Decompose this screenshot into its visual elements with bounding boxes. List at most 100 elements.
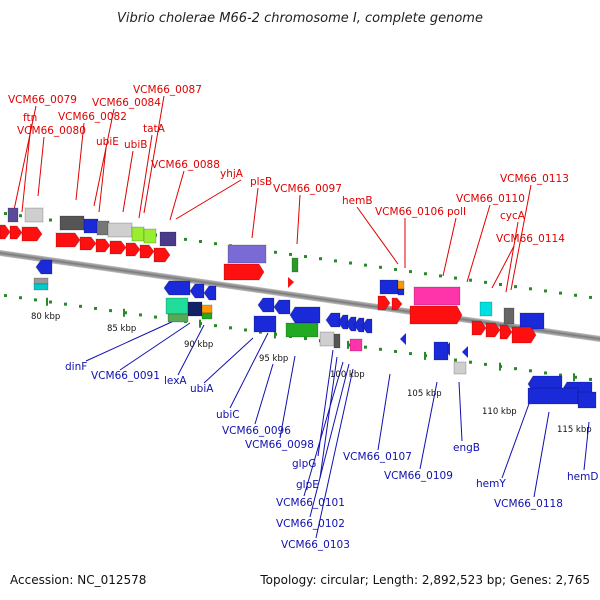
gene-box	[33, 283, 49, 291]
gene-label-reverse: engB	[453, 442, 480, 454]
tick-dot	[304, 255, 307, 259]
gene-box	[165, 297, 189, 315]
leader-line-reverse	[315, 368, 354, 539]
scale-label: 100 kbp	[330, 370, 365, 380]
tick-dot	[379, 265, 382, 269]
tick-dot	[214, 324, 217, 328]
tick-dot	[34, 298, 37, 302]
reverse-gene-labels: dinF VCM66_0091 lexA ubiA ubiC VCM66_009…	[65, 361, 598, 551]
gene-arrow-forward	[21, 226, 43, 242]
tick-dot	[19, 296, 22, 300]
tick-dot	[319, 257, 322, 261]
tick-dot	[529, 369, 532, 373]
gene-label-forward: cycA	[500, 210, 526, 222]
gene-label-reverse: VCM66_0109	[384, 470, 453, 482]
gene-box	[333, 333, 341, 349]
gene-box	[201, 304, 213, 314]
leader-line-forward	[98, 147, 107, 213]
tick-dot	[454, 276, 457, 280]
gene-label-reverse: VCM66_0098	[245, 439, 314, 451]
gene-label-reverse: VCM66_0107	[343, 451, 412, 463]
tick-dot	[64, 302, 67, 306]
leader-line-reverse	[458, 381, 463, 442]
tick-dot	[469, 278, 472, 282]
gene-box	[577, 391, 597, 409]
gene-box	[96, 220, 110, 236]
gene-label-reverse: hemD	[567, 471, 598, 483]
leader-line-forward	[37, 136, 45, 197]
gene-box	[285, 322, 319, 338]
gene-box	[187, 301, 203, 317]
gene-label-forward: VCM66_0084	[92, 97, 161, 109]
leader-line-forward	[93, 108, 115, 207]
leader-line-reverse	[85, 319, 177, 362]
tick-dot	[514, 285, 517, 289]
major-tick	[199, 319, 201, 328]
tick-dot	[439, 274, 442, 278]
gene-box	[33, 277, 49, 285]
leader-line-forward	[13, 105, 37, 211]
gene-label-forward: tatA	[143, 123, 166, 135]
gene-box	[131, 226, 145, 242]
tick-dot	[409, 352, 412, 356]
leader-line-forward	[491, 245, 515, 289]
scale-label: 95 kbp	[259, 354, 288, 364]
tick-dot	[349, 261, 352, 265]
gene-arrow-forward	[288, 277, 294, 288]
major-tick	[274, 330, 276, 339]
leader-line-forward	[510, 184, 532, 291]
gene-arrow-reverse	[189, 283, 205, 299]
gene-box	[453, 361, 467, 375]
gene-label-reverse: dinF	[65, 361, 87, 373]
tick-dot	[94, 306, 97, 310]
leader-line-forward	[296, 194, 301, 245]
leader-line-reverse	[583, 421, 590, 471]
gene-arrow-forward	[499, 324, 513, 340]
leader-line-forward	[356, 206, 399, 265]
tick-dot	[544, 289, 547, 293]
gene-arrow-forward	[377, 295, 391, 311]
tick-dot	[19, 214, 22, 218]
leader-line-forward	[442, 217, 457, 277]
tick-dot	[199, 240, 202, 244]
major-tick	[573, 373, 575, 382]
gene-arrow-forward	[79, 236, 97, 251]
gene-box	[159, 231, 177, 247]
tick-dot	[244, 328, 247, 332]
tick-dot	[4, 212, 7, 216]
gene-arrow-reverse	[257, 297, 275, 313]
gene-box	[253, 315, 277, 333]
gene-label-reverse: VCM66_0096	[222, 425, 291, 437]
gene-box	[201, 312, 213, 320]
gene-label-reverse: VCM66_0118	[494, 498, 563, 510]
leader-line-reverse	[309, 363, 350, 518]
gene-arrow-reverse	[163, 280, 191, 296]
leader-line-forward	[138, 134, 153, 219]
tick-dot	[574, 375, 577, 379]
tick-dot	[424, 272, 427, 276]
tick-dot	[484, 280, 487, 284]
leader-line-forward	[505, 221, 519, 293]
gene-box	[503, 307, 515, 325]
tick-dot	[379, 347, 382, 351]
gene-box	[479, 301, 493, 317]
gene-arrow-reverse	[400, 333, 406, 345]
leader-line-reverse	[377, 373, 391, 451]
gene-arrow-forward	[223, 263, 265, 281]
gene-arrow-forward	[9, 225, 23, 240]
scale-labels: 80 kbp 85 kbp 90 kbp 95 kbp 100 kbp 105 …	[31, 312, 592, 435]
gene-box	[527, 387, 579, 405]
gene-arrow-reverse	[325, 312, 341, 328]
tick-dot	[49, 300, 52, 304]
tick-dot	[364, 263, 367, 267]
gene-arrow-forward	[95, 238, 111, 253]
gene-arrow-forward	[485, 322, 501, 338]
gene-label-forward: VCM66_0097	[273, 183, 342, 195]
tick-dot	[469, 360, 472, 364]
major-tick	[46, 297, 48, 306]
genome-summary-text: Topology: circular; Length: 2,892,523 bp…	[260, 573, 590, 587]
gene-label-forward: VCM66_0088	[151, 159, 220, 171]
tick-dot	[454, 358, 457, 362]
gene-label-forward: VCM66_0080	[17, 125, 86, 137]
tick-dot	[334, 259, 337, 263]
